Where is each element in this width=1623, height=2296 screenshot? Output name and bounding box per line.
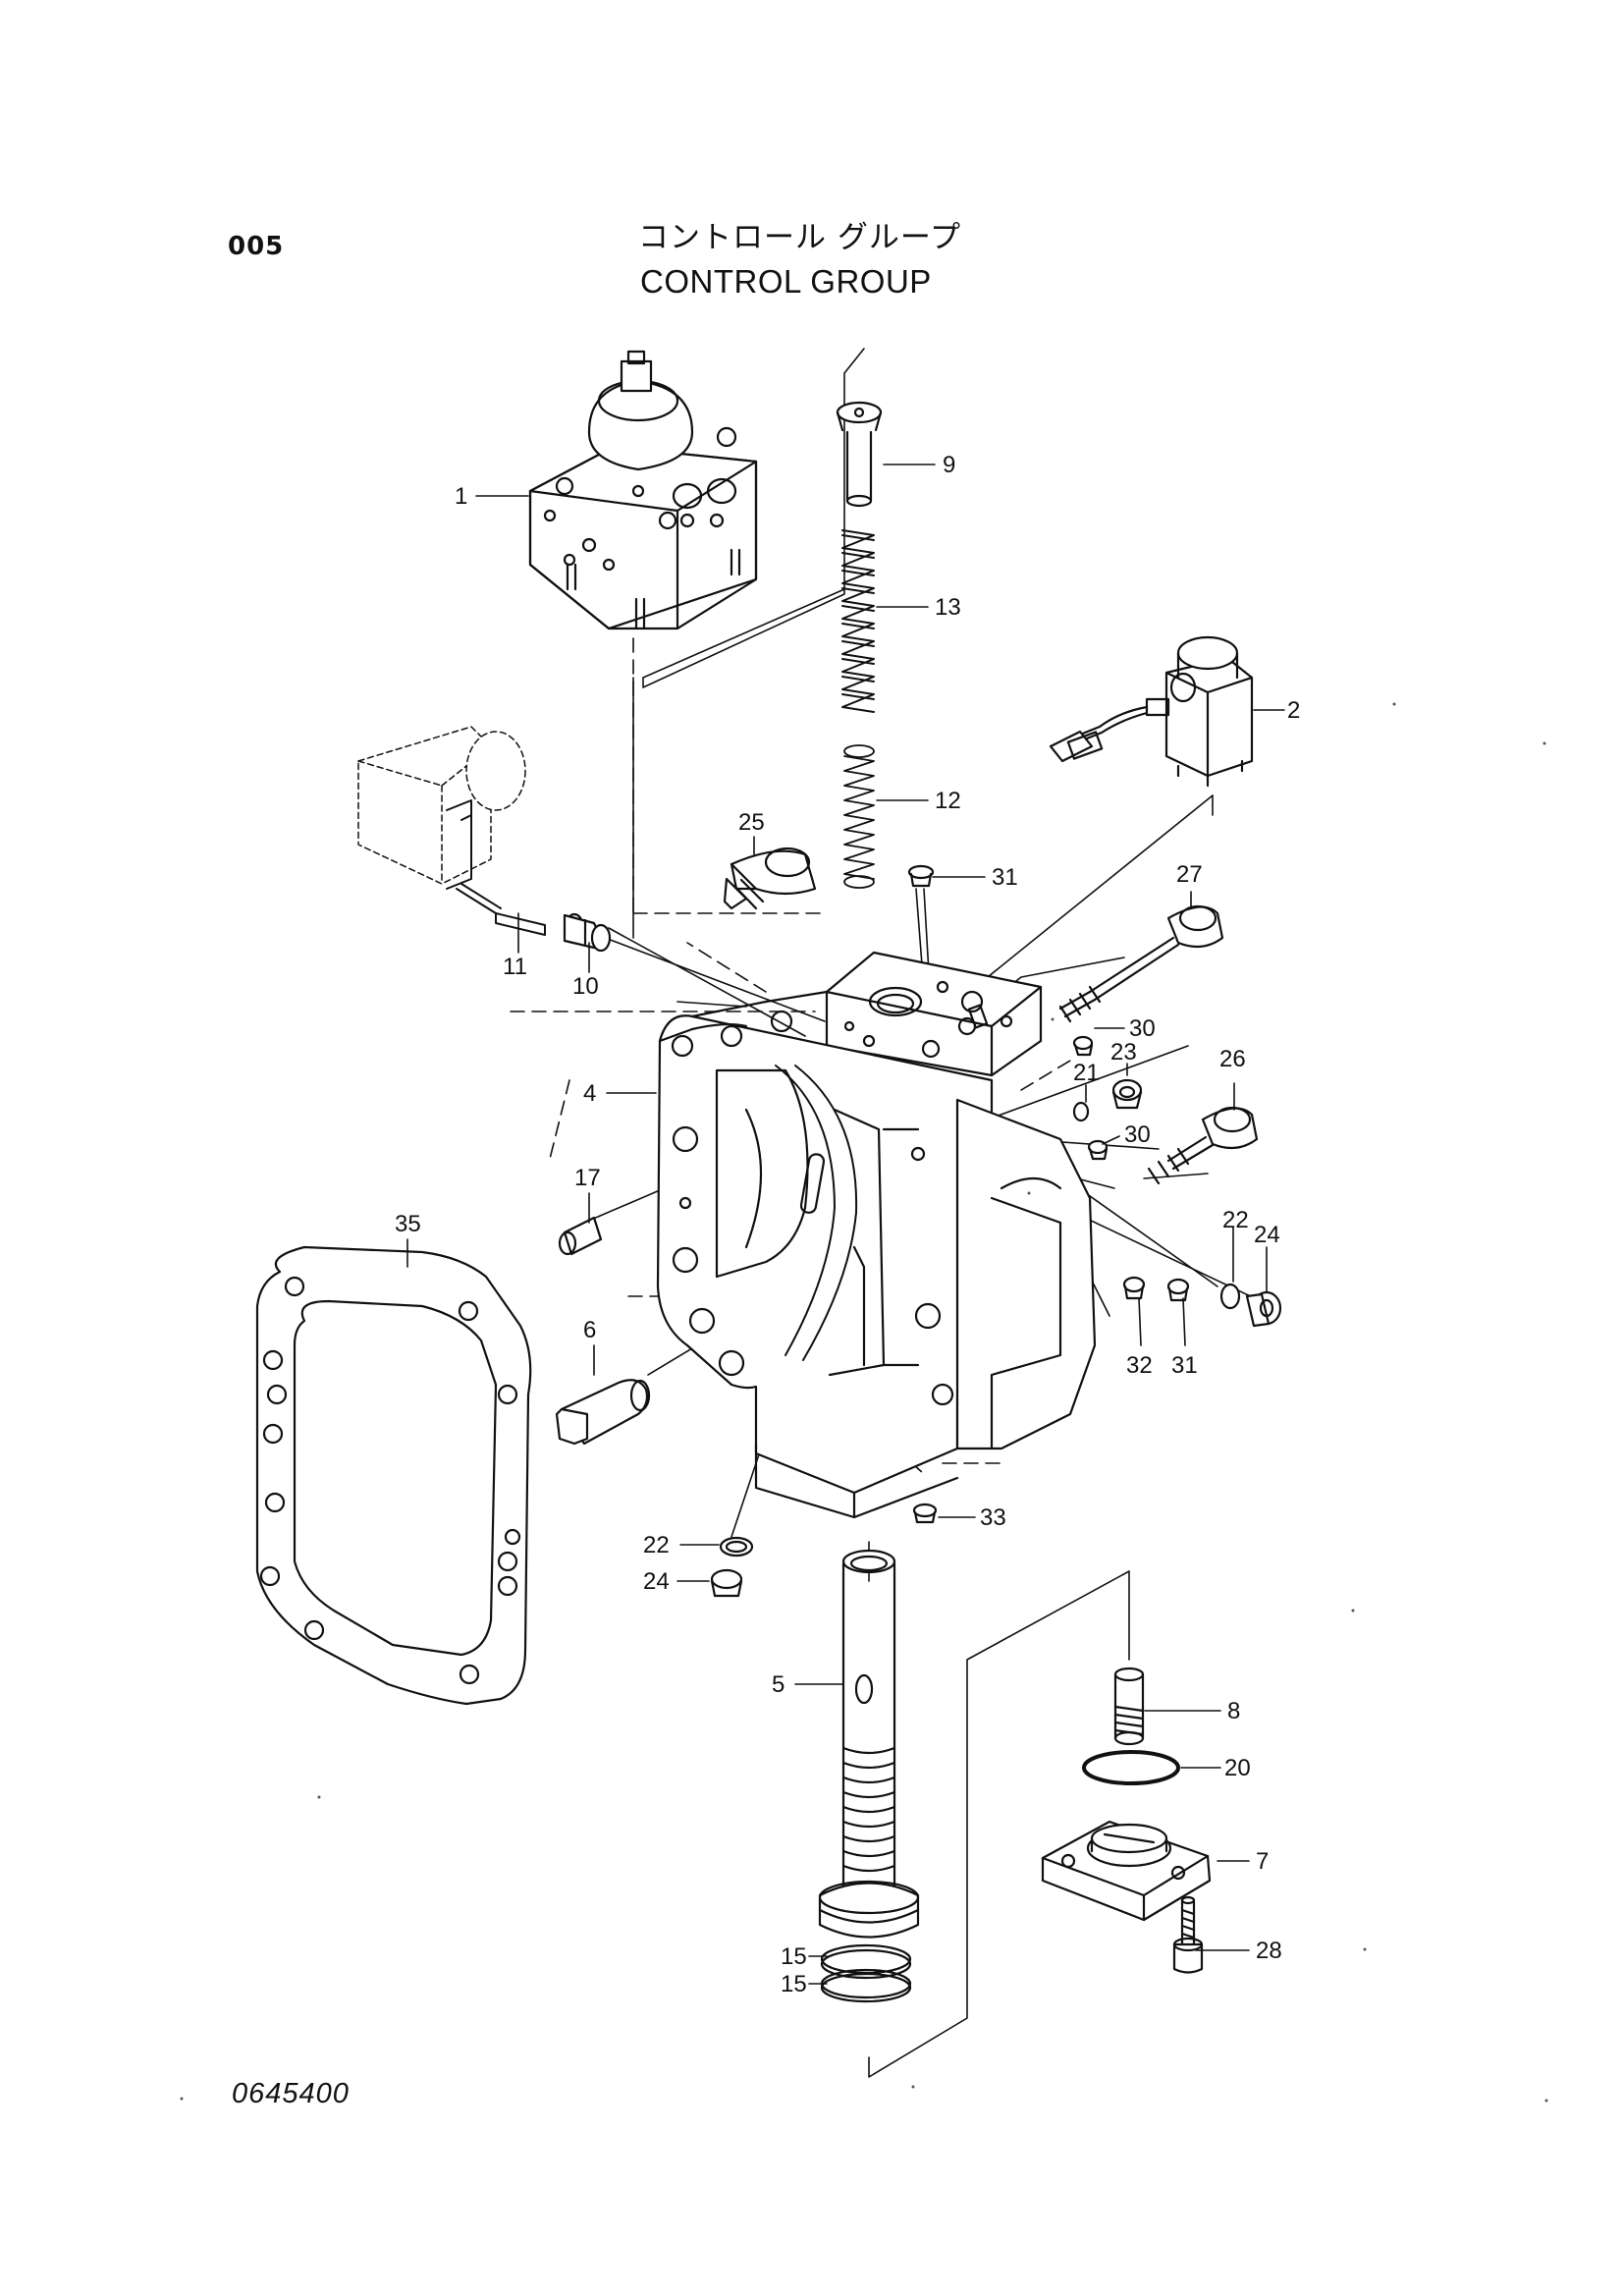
part-32-plug <box>1122 1276 1146 1300</box>
part-10-fitting <box>563 912 612 953</box>
callout-labels: 1 2 4 5 6 7 8 9 10 11 12 13 15 15 17 20 … <box>395 452 1300 1997</box>
callout-15a: 15 <box>781 1943 807 1970</box>
callout-12: 12 <box>935 788 961 814</box>
part-26-bolt <box>1147 1106 1259 1185</box>
part-7-cover <box>1041 1820 1212 1922</box>
callout-24a: 24 <box>643 1568 670 1595</box>
callout-17: 17 <box>574 1165 601 1191</box>
callout-27: 27 <box>1176 861 1203 888</box>
part-21-orifice <box>1072 1101 1090 1122</box>
callout-9: 9 <box>943 452 955 478</box>
title-japanese: コントロール グループ <box>638 220 961 255</box>
callout-26: 26 <box>1219 1046 1246 1072</box>
callout-32: 32 <box>1126 1352 1153 1379</box>
part-22-o-ring-right <box>1219 1283 1241 1310</box>
part-12-spring <box>843 744 875 889</box>
title-english: CONTROL GROUP <box>640 263 932 300</box>
callout-23: 23 <box>1110 1039 1137 1066</box>
part-30-plug-lower <box>1087 1139 1109 1161</box>
part-25-cap-screw <box>723 847 817 910</box>
callout-31a: 31 <box>992 864 1018 891</box>
callout-20: 20 <box>1224 1755 1251 1781</box>
callout-22b: 22 <box>643 1532 670 1558</box>
part-6-piston <box>555 1379 651 1446</box>
callout-5: 5 <box>772 1671 784 1698</box>
part-15-rings <box>820 1943 912 2003</box>
page-number: 005 <box>228 232 285 261</box>
callout-24b: 24 <box>1254 1222 1280 1248</box>
callout-8: 8 <box>1227 1698 1240 1724</box>
part-5-sleeve <box>818 1549 920 1939</box>
part-24-plug-left <box>710 1568 743 1598</box>
part-4-housing <box>656 951 1097 1519</box>
callout-15b: 15 <box>781 1971 807 1997</box>
part-33-plug <box>912 1503 938 1524</box>
part-1-control-valve-block <box>528 350 758 630</box>
callout-35: 35 <box>395 1211 421 1237</box>
callout-30b: 30 <box>1124 1121 1151 1148</box>
callout-leaders <box>406 464 1285 1985</box>
callout-7: 7 <box>1256 1848 1269 1875</box>
part-20-o-ring <box>1082 1750 1180 1785</box>
callout-28: 28 <box>1256 1938 1282 1964</box>
callout-25: 25 <box>738 809 765 836</box>
part-22-o-ring-left <box>719 1536 754 1558</box>
callout-10: 10 <box>572 973 599 1000</box>
part-24-plug-right <box>1245 1290 1282 1328</box>
callout-31b: 31 <box>1171 1352 1198 1379</box>
part-17-pin <box>558 1216 603 1256</box>
part-28-cap-screw <box>1172 1895 1204 1974</box>
part-9-pin <box>836 401 883 508</box>
part-27-long-bolt <box>1058 904 1224 1023</box>
part-31-plug-right <box>1166 1278 1190 1302</box>
callout-1: 1 <box>455 483 467 510</box>
callout-6: 6 <box>583 1317 596 1343</box>
callout-11: 11 <box>503 954 527 980</box>
callout-33: 33 <box>980 1504 1006 1531</box>
callout-22a: 22 <box>1222 1207 1249 1233</box>
callout-13: 13 <box>935 594 961 621</box>
part-30-plug-upper <box>1072 1035 1094 1057</box>
part-8-pin <box>1113 1667 1145 1746</box>
callout-30a: 30 <box>1129 1015 1156 1042</box>
part-31-plug <box>907 864 935 888</box>
part-11-rod <box>446 799 546 936</box>
callout-4: 4 <box>583 1080 596 1107</box>
scan-specks <box>180 702 1548 2103</box>
callout-2: 2 <box>1287 697 1300 724</box>
part-13-spring <box>841 529 875 713</box>
drawing-number: 0645400 <box>232 2078 350 2109</box>
part-11-solenoid-assembly <box>357 726 526 885</box>
part-35-gasket <box>255 1245 532 1706</box>
part-23-plug <box>1111 1078 1143 1110</box>
callout-21: 21 <box>1073 1060 1100 1086</box>
part-2-solenoid-valve <box>1049 635 1254 788</box>
